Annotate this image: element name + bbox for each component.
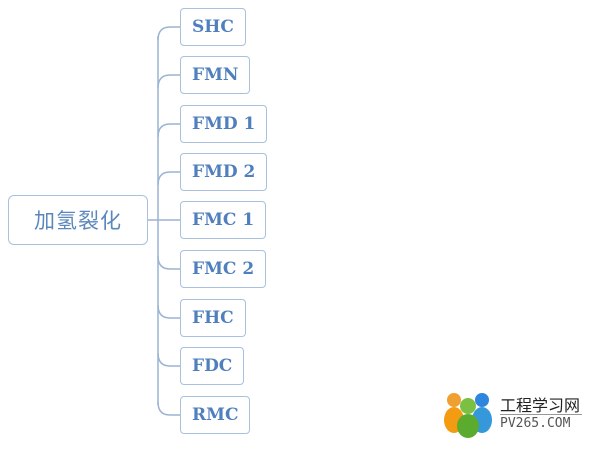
child-node-rmc[interactable]: RMC [180, 396, 251, 434]
connector-branch-1 [157, 26, 180, 41]
watermark-divider [500, 414, 582, 415]
child-node-fmc2[interactable]: FMC 2 [180, 250, 267, 288]
child-node-fmd1[interactable]: FMD 1 [180, 105, 268, 143]
site-watermark: 工程学习网 PV265.COM [440, 390, 590, 440]
child-node-label: FHC [192, 308, 234, 328]
child-node-fmc1[interactable]: FMC 1 [180, 201, 267, 239]
connector-branch-9 [157, 401, 180, 416]
root-node[interactable]: 加氢裂化 [8, 195, 148, 245]
connector-branch-4 [157, 171, 180, 186]
child-node-label: FDC [192, 356, 233, 376]
child-node-fhc[interactable]: FHC [180, 299, 246, 337]
child-node-shc[interactable]: SHC [180, 8, 246, 46]
child-node-label: SHC [192, 17, 234, 37]
connector-trunk [148, 36, 159, 405]
people-logo-icon [444, 393, 492, 438]
child-node-label: FMN [192, 65, 239, 85]
child-node-label: FMD 1 [192, 114, 256, 134]
connector-branch-8 [157, 352, 180, 367]
watermark-title: 工程学习网 [500, 396, 581, 415]
child-node-label: RMC [192, 405, 239, 425]
connector-branch-3 [157, 123, 180, 138]
child-node-label: FMC 2 [192, 259, 255, 279]
connector-branch-2 [157, 74, 180, 89]
child-node-fmd2[interactable]: FMD 2 [180, 153, 268, 191]
connector-branch-6 [157, 255, 180, 270]
child-node-label: FMC 1 [192, 210, 255, 230]
watermark-url: PV265.COM [500, 416, 571, 431]
child-node-fmn[interactable]: FMN [180, 56, 251, 94]
child-node-label: FMD 2 [192, 162, 256, 182]
child-node-fdc[interactable]: FDC [180, 347, 245, 385]
connector-branch-7 [157, 304, 180, 319]
root-node-label: 加氢裂化 [34, 209, 122, 233]
